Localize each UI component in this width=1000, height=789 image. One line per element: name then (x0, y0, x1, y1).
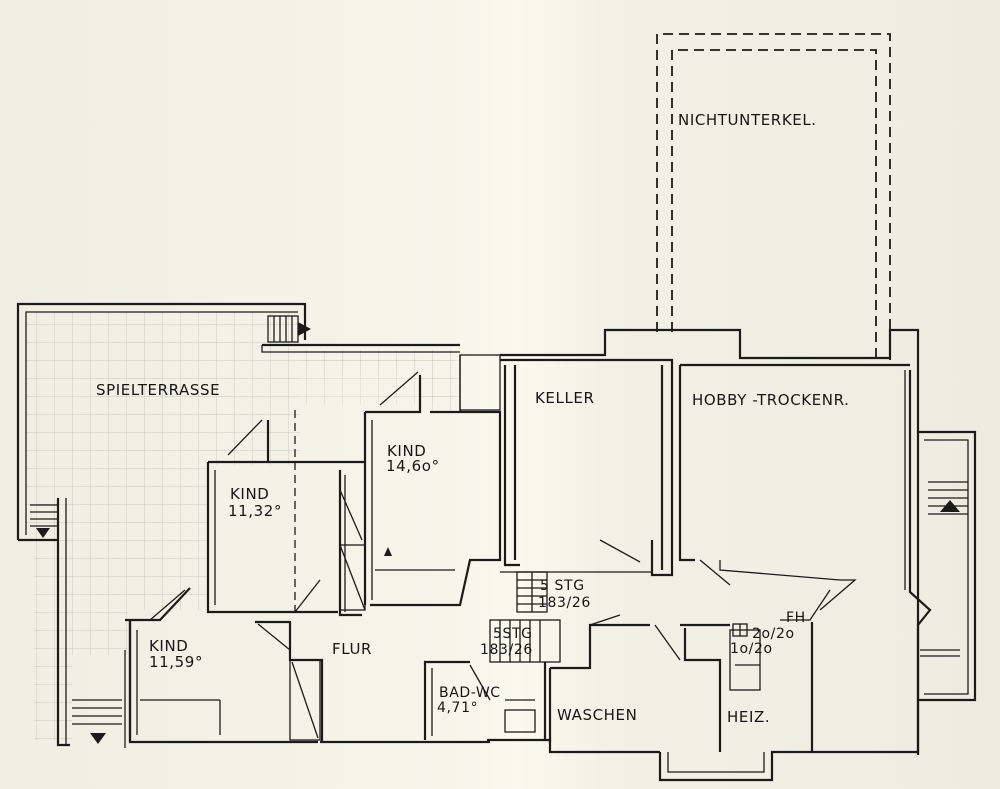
label-fh-size-1: 2o/2o (752, 626, 795, 642)
label-hobby-trockenraum: HOBBY -TROCKENR. (692, 391, 849, 409)
terrace-stairs-left (30, 504, 58, 538)
terrace-stairs-top (267, 315, 311, 343)
label-stairs-upper-size: 183/26 (538, 595, 591, 611)
terrace-stairs-bottom (72, 699, 122, 744)
label-heiz: HEIZ. (727, 708, 770, 726)
terrace-area (26, 312, 460, 740)
label-kind-3: KIND (149, 637, 188, 655)
stairs-upper (500, 571, 652, 613)
area-kind-3: 11,59° (149, 653, 203, 671)
area-bad-wc: 4,71° (437, 700, 478, 716)
stairs-lower (489, 619, 561, 663)
kind-room-2-walls (206, 410, 366, 617)
right-stairwell (918, 430, 977, 702)
building-outer-walls (124, 328, 932, 782)
label-stairs-lower-steps: 5STG (493, 626, 533, 642)
keller-walls (500, 358, 674, 577)
label-kind-1: KIND (387, 442, 426, 460)
label-spielterrasse: SPIELTERRASSE (96, 381, 220, 399)
unexcavated-area (656, 33, 891, 360)
label-fh: FH (786, 610, 806, 626)
fh-hatch (732, 623, 748, 637)
label-stairs-upper-steps: 5 STG (540, 578, 585, 594)
bad-wc-walls (423, 660, 547, 740)
label-flur: FLUR (332, 640, 372, 658)
label-fh-size-2: 1o/2o (730, 641, 773, 657)
waschen-walls (548, 614, 730, 752)
kind-room-3-walls (125, 587, 221, 742)
bottom-bay (667, 752, 765, 773)
flur-walls (255, 579, 324, 742)
label-stairs-lower-size: 183/26 (480, 642, 533, 658)
label-kind-2: KIND (230, 485, 269, 503)
area-kind-2: 11,32° (228, 502, 282, 520)
label-waschen: WASCHEN (557, 706, 637, 724)
heiz-walls (729, 589, 831, 752)
label-keller: KELLER (535, 389, 595, 407)
terrace-outline (16, 302, 460, 747)
hobby-walls (678, 363, 910, 611)
area-kind-1: 14,6o° (386, 457, 440, 475)
label-bad-wc: BAD-WC (439, 685, 501, 701)
label-nichtunterkel: NICHTUNTERKEL. (678, 111, 817, 129)
